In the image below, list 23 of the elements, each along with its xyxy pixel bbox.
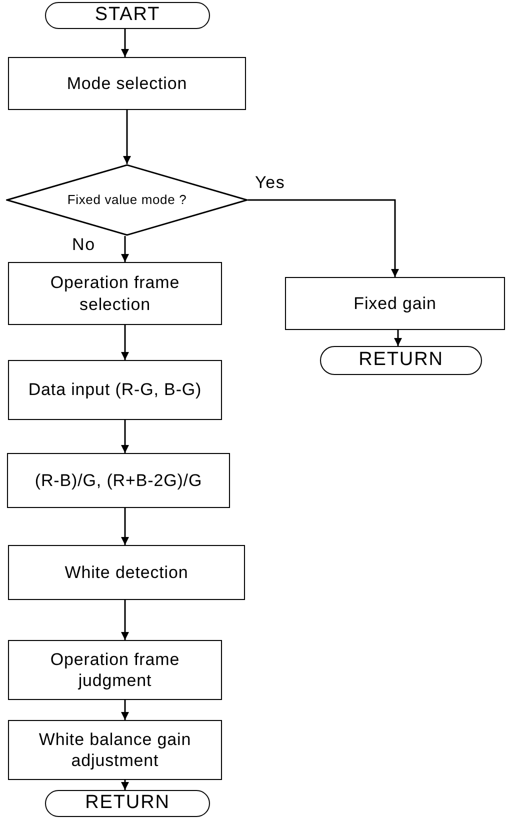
terminal-pill: RETURN xyxy=(45,790,210,817)
arrow xyxy=(248,199,399,277)
process-box: Operation frame judgment xyxy=(8,640,222,700)
process-box: Operation frame selection xyxy=(8,262,222,325)
arrow xyxy=(121,420,129,453)
process-box: (R-B)/G, (R+B-2G)/G xyxy=(7,453,230,508)
arrow xyxy=(121,508,129,545)
arrow xyxy=(121,29,129,57)
arrow xyxy=(121,600,129,640)
decision-text: Fixed value mode ? xyxy=(67,191,187,210)
arrow xyxy=(121,700,129,720)
arrow xyxy=(121,236,129,262)
process-box: White detection xyxy=(8,545,245,600)
terminal-pill: RETURN xyxy=(320,346,482,375)
process-box: White balance gain adjustment xyxy=(8,720,222,780)
arrow xyxy=(394,330,402,346)
process-box: Fixed gain xyxy=(285,277,505,330)
arrow xyxy=(123,110,131,164)
process-box: Data input (R-G, B-G) xyxy=(8,360,222,420)
process-box: Mode selection xyxy=(8,57,246,110)
arrow xyxy=(121,325,129,360)
terminal-pill: START xyxy=(45,2,210,29)
arrow xyxy=(121,780,129,790)
